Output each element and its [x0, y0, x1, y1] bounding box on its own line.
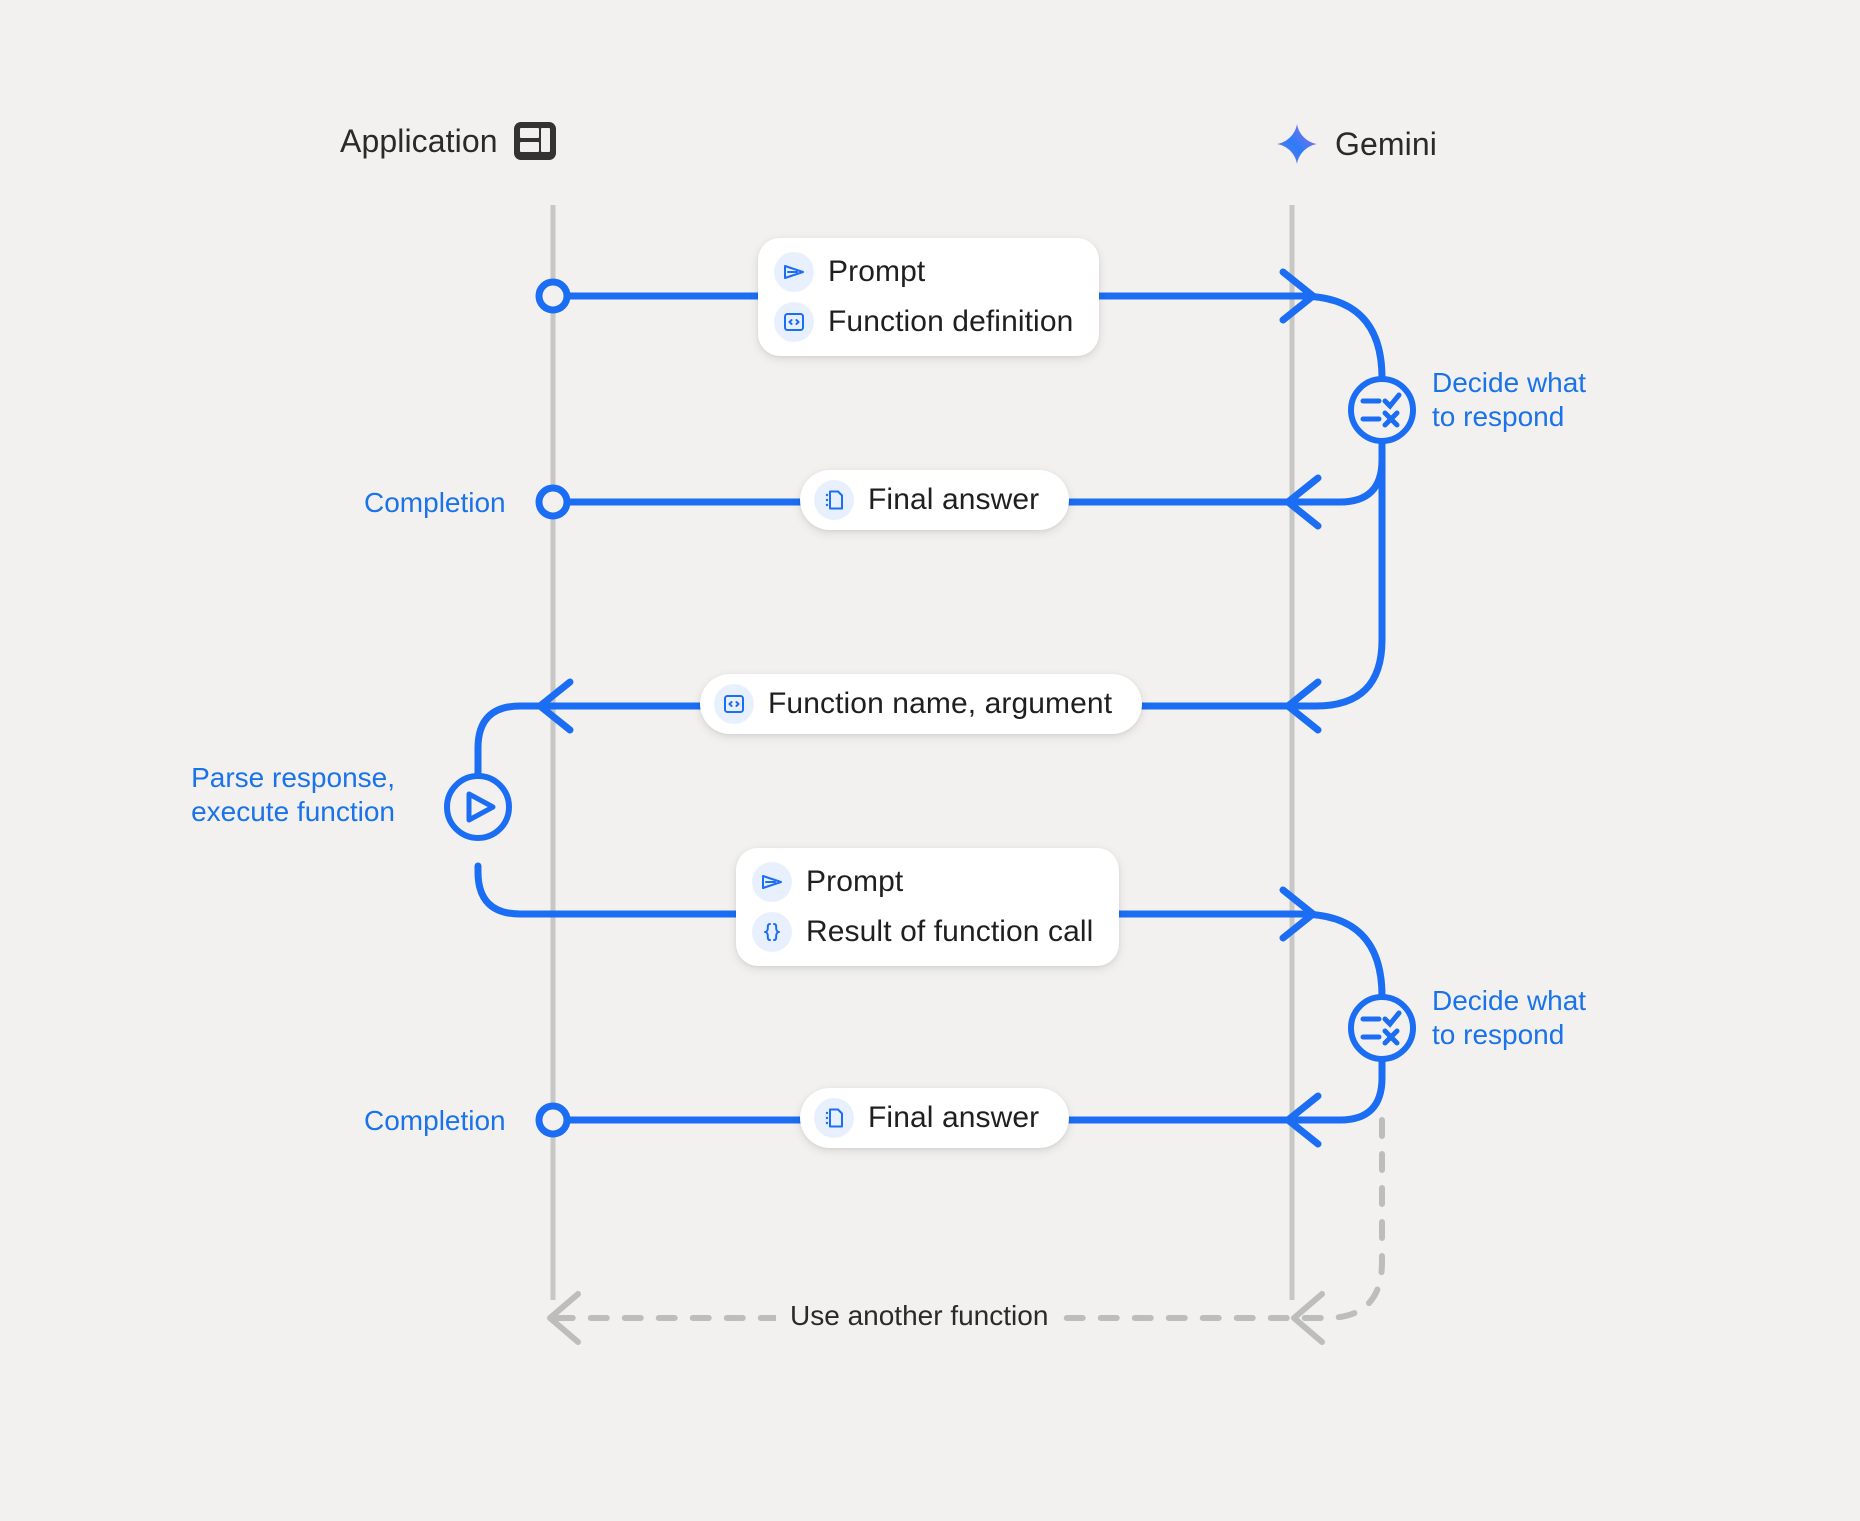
lane-title-application: Application	[340, 122, 498, 159]
lane-header-gemini: Gemini	[1275, 122, 1437, 166]
decide-label-1: Decide what to respond	[1432, 366, 1586, 434]
card-row-label: Final answer	[868, 1101, 1040, 1134]
wire-from-parse	[474, 862, 557, 918]
decide-label-2: Decide what to respond	[1432, 984, 1586, 1052]
wire-function-call-down	[1296, 428, 1386, 710]
checklist-decide-icon	[1360, 392, 1402, 428]
card-row: Function definition	[774, 302, 1073, 342]
parse-execute-node	[444, 773, 512, 841]
parse-execute-line2: execute function	[191, 796, 395, 828]
message-card-request-1[interactable]: Prompt Function definition	[758, 238, 1100, 356]
card-row-label: Function definition	[828, 305, 1074, 338]
card-row: Result of function call	[752, 912, 1093, 952]
arrowhead-request-1	[1279, 268, 1317, 324]
card-row-label: Prompt	[806, 865, 904, 898]
card-row: Function name, argument	[714, 684, 1112, 724]
arrowhead-loop-gemini	[1291, 1291, 1325, 1345]
card-row: Final answer	[814, 480, 1039, 520]
lane-header-application: Application	[340, 122, 556, 160]
arrowhead-request-2	[1279, 886, 1317, 942]
gemini-sparkle-icon	[1276, 123, 1318, 165]
card-row: Prompt	[752, 862, 1093, 902]
wire-decide1-out	[1296, 428, 1386, 506]
arrowhead-loop-app	[547, 1291, 581, 1345]
arrowhead-response-1	[1284, 474, 1322, 530]
app-window-icon	[513, 122, 556, 160]
loop-label: Use another function	[776, 1300, 1063, 1332]
document-icon	[814, 480, 854, 520]
arrowhead-function-call-gemini	[1284, 678, 1322, 734]
decide-label-2-line2: to respond	[1432, 1019, 1565, 1051]
lane-title-gemini: Gemini	[1335, 125, 1437, 162]
checklist-decide-icon	[1360, 1010, 1402, 1046]
card-row-label: Function name, argument	[768, 687, 1113, 720]
wire-to-parse	[474, 702, 557, 784]
card-row: Final answer	[814, 1098, 1039, 1138]
decide-label-1-line2: to respond	[1432, 401, 1565, 433]
decide-node-2	[1348, 994, 1416, 1062]
card-row-label: Prompt	[828, 255, 926, 288]
decide-label-1-line1: Decide what	[1432, 367, 1587, 398]
decide-label-2-line1: Decide what	[1432, 985, 1587, 1016]
message-card-response-2[interactable]: Final answer	[800, 1088, 1070, 1148]
message-card-function-call[interactable]: Function name, argument	[700, 674, 1143, 734]
send-icon	[752, 862, 792, 902]
wire-decide2-out	[1296, 1046, 1386, 1124]
play-icon	[466, 791, 496, 823]
code-brackets-icon	[714, 684, 754, 724]
curly-braces-icon	[752, 912, 792, 952]
completion-node-2	[535, 1102, 571, 1138]
completion-label-2: Completion	[364, 1105, 506, 1136]
start-node-request-1	[535, 278, 571, 314]
parse-execute-label: Parse response, execute function	[191, 761, 395, 829]
completion-label-1: Completion	[364, 487, 506, 518]
decide-node-1	[1348, 376, 1416, 444]
message-card-request-2[interactable]: Prompt Result of function call	[736, 848, 1120, 966]
card-row: Prompt	[774, 252, 1073, 292]
parse-execute-line1: Parse response,	[191, 762, 395, 793]
arrowhead-function-call-app	[536, 678, 574, 734]
card-row-label: Result of function call	[806, 915, 1094, 948]
card-row-label: Final answer	[868, 483, 1040, 516]
wire-loop-dashed	[550, 1117, 1385, 1321]
arrowhead-response-2	[1284, 1092, 1322, 1148]
send-icon	[774, 252, 814, 292]
document-icon	[814, 1098, 854, 1138]
code-brackets-icon	[774, 302, 814, 342]
message-card-response-1[interactable]: Final answer	[800, 470, 1070, 530]
completion-node-1	[535, 484, 571, 520]
